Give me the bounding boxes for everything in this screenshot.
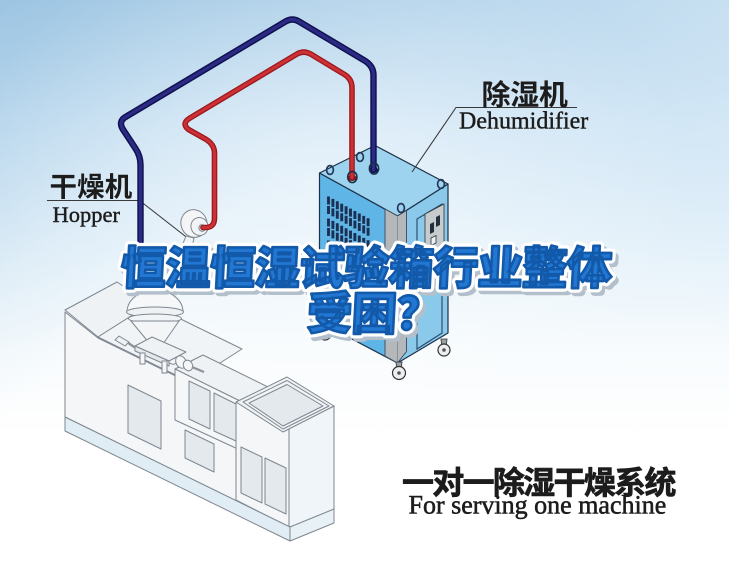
svg-text:Hopper: Hopper xyxy=(53,202,121,227)
svg-text:Dehumidifier: Dehumidifier xyxy=(459,109,588,135)
svg-text:For serving one machine: For serving one machine xyxy=(409,491,667,520)
